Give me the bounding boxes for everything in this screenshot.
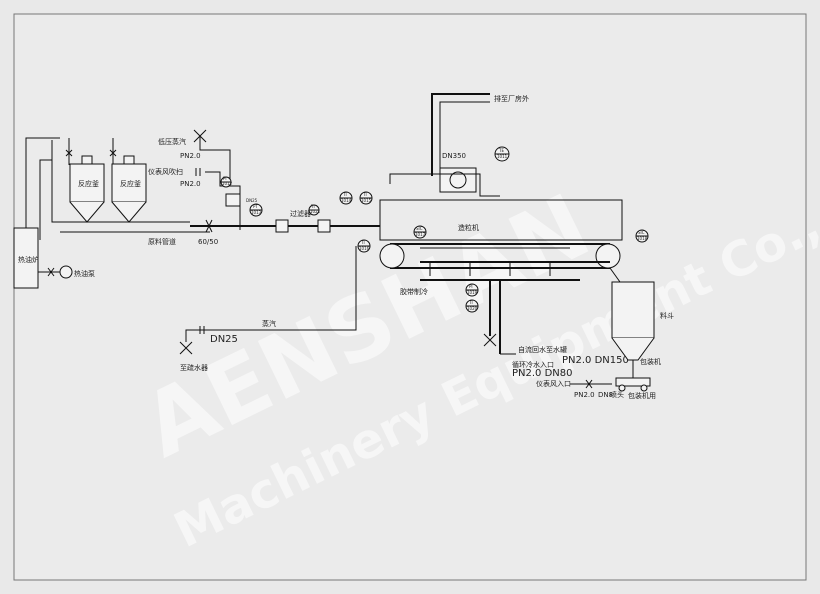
reactor-1: 反应釜 [69,155,105,223]
trap-label: 至疏水器 [180,363,208,372]
svg-text:1019: 1019 [467,290,478,295]
oil-loop-inner [39,159,52,240]
svg-text:TI: TI [342,192,347,197]
exhaust-duct [431,93,490,176]
instrument-pt: PT 1013 [249,203,263,217]
svg-text:PT: PT [253,204,258,209]
svg-text:1018: 1018 [637,236,648,241]
svg-text:TI: TI [362,192,367,197]
svg-text:TI: TI [468,300,473,305]
fan-wheel [449,171,467,189]
nozzle-label: 喷头 [610,390,624,399]
inst-air-in-label: 仪表风入口 [536,379,571,388]
svg-text:1017: 1017 [415,232,426,237]
filter-2 [317,219,331,233]
svg-text:1020: 1020 [467,306,478,311]
drum-left [379,243,405,269]
reactor-2-label: 反应釜 [120,179,141,188]
exhaust-label: 排至厂房外 [494,94,529,103]
svg-text:1012: 1012 [222,181,233,186]
svg-text:1015: 1015 [361,198,372,203]
hopper-label: 料斗 [660,311,674,320]
hood [389,173,500,197]
svg-text:1021: 1021 [310,209,321,214]
drawing-border [13,13,807,581]
drum-right [595,243,621,269]
pack-conveyor-label: 包装机用 [628,391,656,400]
exhaust-duct-inner [439,101,490,176]
steam-valve [193,129,207,143]
instrument-sic-1: SIC 1017 [413,225,427,239]
svg-text:SIC: SIC [638,230,645,235]
hot-oil-pump-label: 热油泵 [74,269,95,278]
belt-cooling-label: 胶带制冷 [400,287,428,296]
steam-line [199,136,231,186]
svg-text:TI: TI [360,240,365,245]
svg-text:1011: 1011 [497,154,508,159]
inst-air-valve [585,379,593,389]
dn25-bottom-label: DN25 [210,334,238,345]
packer-label: 包装机 [640,357,661,366]
svg-text:TE: TE [498,148,504,153]
hot-oil-furnace [13,227,39,289]
svg-text:PI: PI [223,176,227,181]
reactor-2: 反应釜 [111,155,147,223]
svg-text:1014: 1014 [341,198,352,203]
hopper [611,281,655,339]
svg-text:1016: 1016 [359,246,370,251]
instrument-sic-2: SIC 1018 [635,229,649,243]
instrument-te: TE 1011 [494,146,510,162]
instrument-ti-4: TI 1020 [465,299,479,313]
pelletizer-label: 造粒机 [458,223,479,232]
reactor-1-label: 反应釜 [78,179,99,188]
trap-flange [199,326,205,334]
dn350-label: DN350 [442,152,466,160]
instrument-ti-1: TI 1014 [339,191,353,205]
pn-a-label: PN2.0 [180,152,201,160]
oil-loop-left [25,137,60,228]
instrument-ti-2: TI 1015 [359,191,373,205]
circ-water-label: 循环冷水入口 [512,360,554,369]
self-flow-label: 自流回水至水罐 [518,345,567,354]
svg-text:TI: TI [310,204,315,209]
chute [609,267,621,283]
svg-text:SIC: SIC [416,226,423,231]
pn-dn150-label: PN2.0 DN150 [562,355,629,366]
pelletizer-frame [379,199,623,241]
purge-flange [195,168,201,176]
low-pressure-steam-label: 低压蒸汽 [158,137,186,146]
pn-dn80-label: PN2.0 DN80 [512,368,573,379]
feed-valve [205,219,213,233]
hot-oil-pump [59,265,73,279]
oil-header [51,140,190,223]
steam-label: 蒸汽 [262,319,276,328]
water-valve [483,333,497,347]
inst-air-purge-label: 仪表风吹扫 [148,167,183,176]
pn-b-label: PN2.0 [180,180,201,188]
svg-text:PI: PI [469,284,473,289]
ratio-label: 60/50 [198,238,218,246]
pump-valve [47,267,55,277]
instrument-ti-5: TI 1021 [308,204,321,216]
instrument-pi: PI 1019 [465,283,479,297]
instrument-pi-top: PI 1012 [220,176,233,188]
dn25-top-label: DN25 [246,198,258,203]
hot-oil-furnace-label: 热油炉 [18,255,39,264]
filter-1 [275,219,289,233]
trap-valve [179,341,193,355]
filter-label: 过滤器 [290,209,311,218]
cooling-drops [429,262,551,276]
svg-text:1013: 1013 [251,210,262,215]
raw-pipe-label: 原料管道 [148,237,176,246]
dn-short-label: DN8 [598,391,613,399]
instrument-ti-3: TI 1016 [357,239,371,253]
pack-conveyor [615,377,651,387]
purge-box [225,193,241,207]
pn-c-label: PN2.0 [574,391,595,399]
